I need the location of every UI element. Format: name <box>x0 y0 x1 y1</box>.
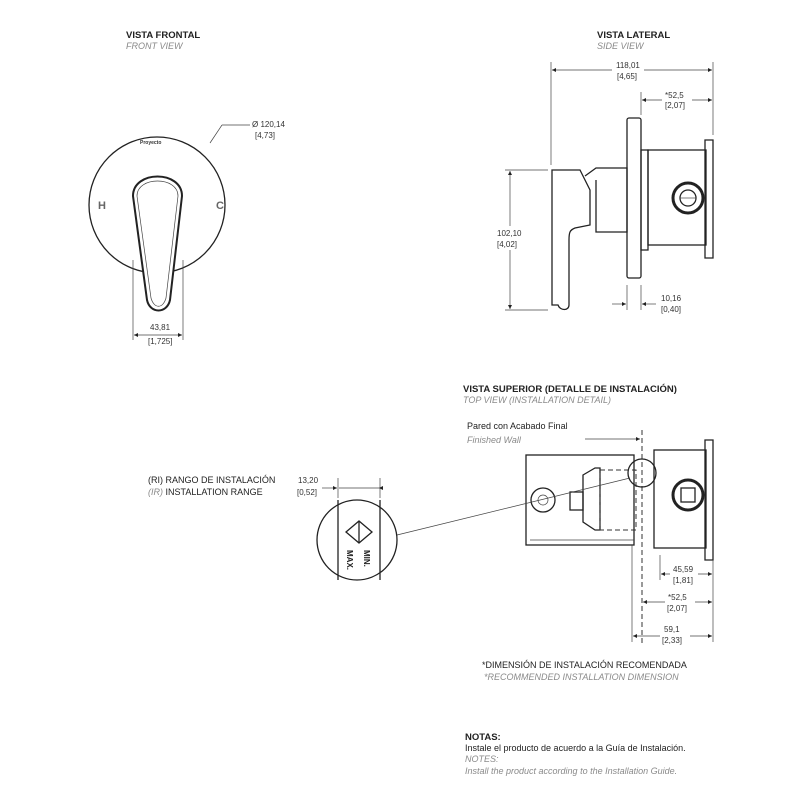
inlet-port-top <box>671 478 705 512</box>
installation-range-detail: MIN. MAX. <box>316 499 398 581</box>
height-dim-in: [4,02] <box>497 240 517 249</box>
dim-45-in: [1,81] <box>673 576 693 585</box>
top-view-title: VISTA SUPERIOR (DETALLE DE INSTALACIÓN) <box>463 383 677 395</box>
front-view-title: VISTA FRONTAL <box>126 30 200 41</box>
overall-depth-dim: 118,01 <box>616 61 640 70</box>
hot-label: H <box>98 200 106 212</box>
plate-side <box>626 117 642 279</box>
plate-dim: 10,16 <box>661 294 682 303</box>
side-view-subtitle: SIDE VIEW <box>597 41 645 51</box>
handle-width-dim-in: [1,725] <box>148 337 172 346</box>
notes-text-en: Install the product according to the Ins… <box>465 766 677 776</box>
notes-title: NOTAS: <box>465 732 501 743</box>
plate-dim-in: [0,40] <box>661 305 681 314</box>
range-label-en: (IR) INSTALLATION RANGE <box>148 487 263 497</box>
notes: NOTAS: Instale el producto de acuerdo a … <box>465 732 686 776</box>
range-label: (RI) RANGO DE INSTALACIÓN <box>148 475 275 485</box>
dim-52-in: [2,07] <box>667 604 687 613</box>
dim-59-in: [2,33] <box>662 636 682 645</box>
brand-logo: Proyecto <box>140 140 161 146</box>
range-dim: 13,20 <box>298 476 319 485</box>
side-view-title: VISTA LATERAL <box>597 30 670 41</box>
side-view: VISTA LATERAL SIDE VIEW 118,01 [4,65] *5… <box>495 30 714 314</box>
detail-leader <box>396 477 631 536</box>
diameter-dim: Ø 120,14 <box>252 120 285 129</box>
valve-body-side <box>647 149 707 246</box>
lever-side <box>551 169 591 311</box>
notes-title-en: NOTES: <box>465 754 499 764</box>
cold-label: C <box>216 200 224 212</box>
notes-text: Instale el producto de acuerdo a la Guía… <box>465 743 686 753</box>
wall-label: Pared con Acabado Final <box>467 421 568 431</box>
lever-handle <box>131 175 184 312</box>
recommended-note-en: *RECOMMENDED INSTALLATION DIMENSION <box>484 672 679 682</box>
dim-59: 59,1 <box>664 625 680 634</box>
valve-body-top <box>525 454 635 546</box>
recommended-note: *DIMENSIÓN DE INSTALACIÓN RECOMENDADA <box>482 660 687 670</box>
dim-45: 45,59 <box>673 565 694 574</box>
range-dim-in: [0,52] <box>297 488 317 497</box>
min-label: MIN. <box>362 550 371 567</box>
overall-depth-dim-in: [4,65] <box>617 72 637 81</box>
max-label: MAX. <box>345 550 354 570</box>
cartridge-stem <box>530 487 556 513</box>
top-view-subtitle: TOP VIEW (INSTALLATION DETAIL) <box>463 395 611 405</box>
wall-label-en: Finished Wall <box>467 435 522 445</box>
detail-marker <box>627 458 657 488</box>
install-depth-dim-in: [2,07] <box>665 101 685 110</box>
dim-52: *52,5 <box>668 593 687 602</box>
handle-width-dim: 43,81 <box>150 323 171 332</box>
diameter-dim-in: [4,73] <box>255 131 275 140</box>
front-view-subtitle: FRONT VIEW <box>126 41 184 51</box>
top-view: VISTA SUPERIOR (DETALLE DE INSTALACIÓN) … <box>148 383 714 645</box>
install-depth-dim: *52,5 <box>665 91 684 100</box>
front-view: VISTA FRONTAL FRONT VIEW Proyecto H C Ø … <box>88 30 285 346</box>
height-dim: 102,10 <box>497 229 522 238</box>
